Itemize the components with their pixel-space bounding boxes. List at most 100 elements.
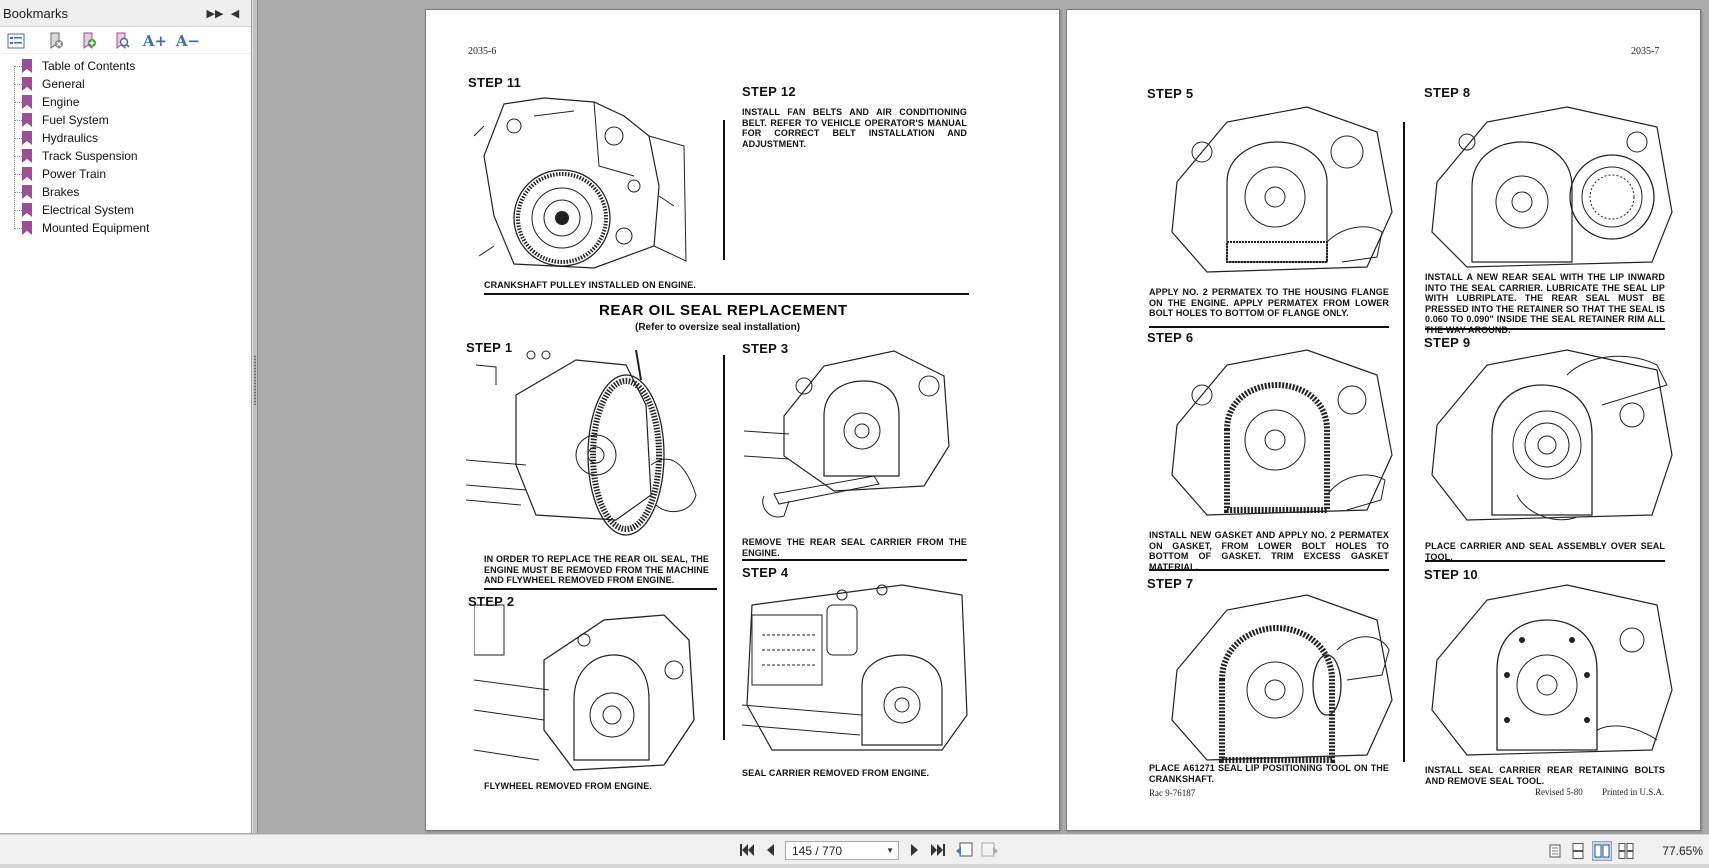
collapse-panel-icon[interactable]: ◀ [230,7,240,20]
bookmark-options-icon[interactable] [6,31,26,51]
bookmark-icon [22,221,32,235]
enlarge-text-icon[interactable]: A+ [142,32,168,50]
next-page-icon[interactable] [907,842,923,858]
step-5-label: STEP 5 [1147,86,1194,101]
footer-reference: Rac 9-76187 [1149,788,1196,798]
step-6-label: STEP 6 [1147,330,1194,345]
step-3-label: STEP 3 [742,341,789,356]
two-page-view-icon[interactable] [1592,841,1612,861]
section-title: REAR OIL SEAL REPLACEMENT [599,302,848,319]
footer-revised: Revised 5-80 [1535,787,1583,797]
bookmark-label: General [42,77,85,91]
section-subtitle: (Refer to oversize seal installation) [635,322,801,333]
bookmark-icon [22,203,32,217]
bookmark-label: Hydraulics [42,131,99,145]
bookmark-engine[interactable]: Engine [0,93,251,111]
single-page-view-icon[interactable] [1545,841,1565,861]
housing-flange-illustration [1171,106,1393,273]
step-divider [1149,569,1389,571]
flywheel-illustration [466,349,697,536]
bookmark-label: Table of Contents [42,59,136,73]
step-11-label: STEP 11 [468,75,522,90]
step-4-caption: SEAL CARRIER REMOVED FROM ENGINE. [742,768,930,778]
page-number-input[interactable]: 145 / 770 ▼ [785,841,899,860]
step-9-label: STEP 9 [1424,335,1471,350]
two-page-continuous-view-icon[interactable] [1616,841,1636,861]
crankshaft-pulley-illustration [474,97,687,269]
reduce-text-icon[interactable]: A− [175,32,201,50]
step-8-label: STEP 8 [1424,85,1471,100]
step-6-caption: INSTALL NEW GASKET AND APPLY NO. 2 PERMA… [1149,530,1389,572]
bookmark-label: Engine [42,95,80,109]
carrier-over-tool-illustration [1431,349,1673,521]
engine-without-flywheel-illustration [474,604,695,771]
continuous-view-icon[interactable] [1568,841,1588,861]
bookmark-label: Power Train [42,167,107,181]
step-divider [484,588,717,590]
new-rear-seal-illustration [1431,106,1673,268]
step-4-label: STEP 4 [742,565,789,580]
expand-panel-icon[interactable]: ▶▶ [206,7,224,20]
bookmark-label: Track Suspension [42,149,138,163]
bookmark-icon [22,95,32,109]
delete-bookmark-icon[interactable] [46,31,66,51]
bookmark-brakes[interactable]: Brakes [0,183,251,201]
page-number-value: 145 / 770 [792,843,843,858]
previous-page-icon[interactable] [762,842,778,858]
bookmark-general[interactable]: General [0,75,251,93]
step-12-label: STEP 12 [742,84,796,99]
bookmarks-toolbar: A+ A− [0,27,251,54]
step-10-label: STEP 10 [1424,567,1478,582]
bookmark-icon [22,185,32,199]
page-number: 2035-6 [468,46,497,57]
bookmark-label: Fuel System [42,113,109,127]
panel-splitter[interactable] [252,0,258,833]
bookmark-track-suspension[interactable]: Track Suspension [0,147,251,165]
step-1-label: STEP 1 [466,340,513,355]
bookmark-fuel-system[interactable]: Fuel System [0,111,251,129]
step-11-caption: CRANKSHAFT PULLEY INSTALLED ON ENGINE. [484,280,696,290]
step-divider [1149,326,1389,328]
bookmarks-panel-title: Bookmarks [3,5,69,21]
next-view-icon[interactable] [980,842,1000,858]
seal-lip-tool-illustration [1171,594,1393,763]
first-page-icon[interactable] [738,842,756,858]
section-divider [484,293,969,295]
step-7-label: STEP 7 [1147,576,1194,591]
new-gasket-illustration [1171,349,1393,516]
chevron-down-icon[interactable]: ▼ [886,846,894,855]
find-bookmark-icon[interactable] [112,31,132,51]
bookmark-electrical-system[interactable]: Electrical System [0,201,251,219]
document-page-right: 2035-7 STEP 5 APPLY NO. 2 PERMATEX TO TH… [1066,9,1701,831]
bookmark-icon [22,131,32,145]
bookmark-label: Brakes [42,185,80,199]
bookmarks-panel: Bookmarks ▶▶ ◀ A+ A− Table of Contents G… [0,0,252,833]
bookmark-mounted-equipment[interactable]: Mounted Equipment [0,219,251,237]
bookmark-table-of-contents[interactable]: Table of Contents [0,57,251,75]
step-3-caption: REMOVE THE REAR SEAL CARRIER FROM THE EN… [742,537,967,558]
bookmark-hydraulics[interactable]: Hydraulics [0,129,251,147]
step-7-caption: PLACE A61271 SEAL LIP POSITIONING TOOL O… [1149,763,1389,784]
step-divider [1425,560,1665,562]
seal-carrier-removal-illustration [744,350,950,518]
column-divider [723,355,725,740]
last-page-icon[interactable] [929,842,947,858]
bookmark-icon [22,113,32,127]
previous-view-icon[interactable] [954,842,974,858]
step-1-caption: IN ORDER TO REPLACE THE REAR OIL SEAL, T… [484,554,709,585]
navigation-bar: 145 / 770 ▼ 77.65% [0,834,1709,868]
bookmark-icon [22,167,32,181]
status-strip [0,864,1709,868]
step-10-caption: INSTALL SEAL CARRIER REAR RETAINING BOLT… [1425,765,1665,786]
bookmark-power-train[interactable]: Power Train [0,165,251,183]
bookmark-tree: Table of Contents General Engine Fuel Sy… [0,54,251,237]
step-12-caption: INSTALL FAN BELTS AND AIR CONDITIONING B… [742,107,967,149]
step-5-caption: APPLY NO. 2 PERMATEX TO THE HOUSING FLAN… [1149,287,1389,318]
column-divider [1403,122,1405,762]
step-8-caption: INSTALL A NEW REAR SEAL WITH THE LIP INW… [1425,272,1665,335]
bookmark-icon [22,77,32,91]
zoom-level[interactable]: 77.65% [1662,844,1703,858]
column-divider [723,120,725,260]
bookmark-label: Electrical System [42,203,135,217]
new-bookmark-icon[interactable] [79,31,99,51]
